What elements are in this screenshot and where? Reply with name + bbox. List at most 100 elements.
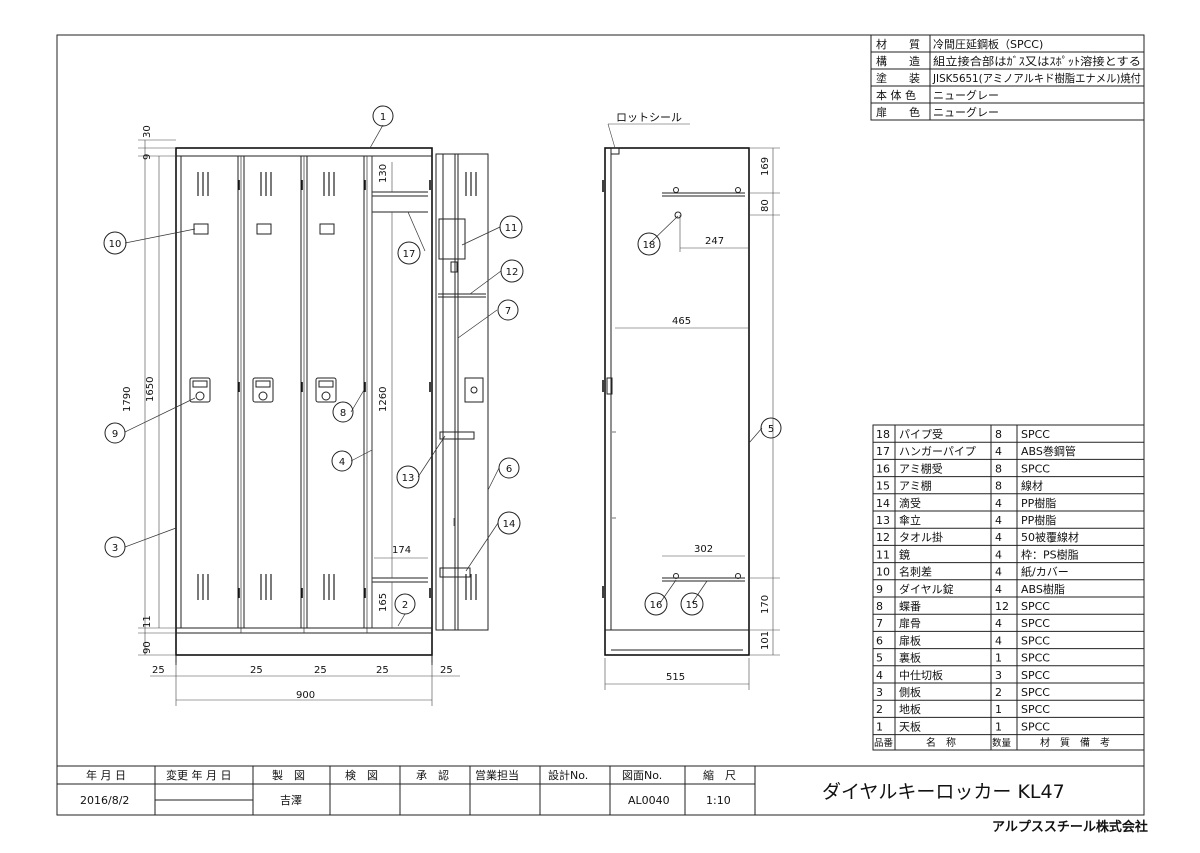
- parts-qty-13: 4: [995, 514, 1002, 527]
- parts-qty-7: 4: [995, 617, 1002, 630]
- side-dimension-lines: [604, 123, 780, 690]
- parts-qty-1: 1: [995, 720, 1002, 733]
- parts-name-12: タオル掛: [899, 530, 943, 544]
- dim-door-height: 1650: [145, 377, 156, 402]
- callout-8: 8: [332, 401, 354, 423]
- parts-no-2: 2: [876, 703, 883, 716]
- mirror: [438, 218, 466, 260]
- company-logo: アルプススチール株式会社: [992, 819, 1148, 835]
- scale-value: 1:10: [706, 794, 731, 807]
- svg-text:9: 9: [112, 429, 118, 440]
- parts-no-9: 9: [876, 583, 883, 596]
- dim-gap-1: 25: [152, 665, 165, 676]
- parts-no-8: 8: [876, 600, 883, 613]
- dim-top-gap: 9: [142, 154, 153, 160]
- parts-material-15: 線材: [1021, 479, 1043, 493]
- parts-material-3: SPCC: [1021, 686, 1050, 699]
- parts-qty-9: 4: [995, 583, 1002, 596]
- parts-name-11: 鏡: [899, 547, 910, 561]
- parts-name-7: 扉骨: [899, 617, 921, 630]
- svg-text:11: 11: [505, 223, 518, 234]
- parts-no-6: 6: [876, 634, 883, 647]
- front-view: [175, 147, 489, 665]
- parts-no-11: 11: [876, 548, 890, 561]
- title-block: 年 月 日 2016/8/2 変更 年 月 日 製 図 吉澤 検 図 承 認 営…: [56, 765, 1148, 835]
- svg-text:13: 13: [402, 473, 415, 484]
- parts-material-13: PP樹脂: [1021, 513, 1056, 527]
- side-dim-bottom-shelf: 170: [760, 595, 771, 614]
- callout-3: 3: [104, 536, 126, 558]
- parts-qty-18: 8: [995, 428, 1002, 441]
- parts-name-9: ダイヤル錠: [899, 582, 954, 596]
- drawing-no-value: AL0040: [628, 794, 670, 807]
- parts-no-7: 7: [876, 617, 883, 630]
- dim-gap-4: 25: [376, 665, 389, 676]
- callout-1: 1: [372, 105, 394, 127]
- parts-qty-3: 2: [995, 686, 1002, 699]
- callout-6: 6: [498, 457, 520, 479]
- parts-header-qty: 数量: [992, 737, 1012, 749]
- drawn-label: 製 図: [272, 768, 305, 782]
- side-dim-pipe-drop: 80: [760, 199, 771, 212]
- svg-text:17: 17: [403, 249, 416, 260]
- parts-qty-6: 4: [995, 634, 1002, 647]
- svg-text:10: 10: [109, 239, 122, 250]
- parts-material-9: ABS樹脂: [1021, 582, 1065, 596]
- parts-name-6: 扉板: [899, 633, 921, 647]
- dim-interior-height: 1260: [378, 387, 389, 412]
- parts-no-18: 18: [876, 428, 890, 441]
- parts-material-10: 紙/カバー: [1021, 565, 1069, 579]
- callout-15: 15: [680, 592, 704, 616]
- svg-text:12: 12: [506, 267, 519, 278]
- callout-14: 14: [497, 511, 521, 535]
- svg-text:1: 1: [380, 112, 386, 123]
- parts-no-1: 1: [876, 720, 883, 733]
- parts-no-10: 10: [876, 566, 890, 579]
- side-dim-base: 101: [760, 631, 771, 650]
- callout-2: 2: [394, 593, 416, 615]
- dim-overall-height: 1790: [122, 387, 133, 412]
- lot-seal-label: ロットシール: [616, 111, 682, 124]
- dim-bottom-gap: 11: [142, 615, 153, 628]
- parts-name-13: 傘立: [899, 513, 921, 527]
- callout-17: 17: [397, 241, 421, 265]
- callout-18: 18: [637, 232, 661, 256]
- parts-name-10: 名刺差: [899, 565, 932, 579]
- parts-name-14: 滴受: [899, 496, 921, 510]
- parts-qty-5: 1: [995, 652, 1002, 665]
- approved-label: 承 認: [416, 768, 449, 782]
- design-no-label: 設計No.: [548, 768, 588, 782]
- front-dimension-lines: [138, 139, 460, 706]
- parts-qty-10: 4: [995, 566, 1002, 579]
- callout-10: 10: [103, 231, 127, 255]
- side-dim-top-shelf: 169: [760, 157, 771, 176]
- product-name: ダイヤルキーロッカー KL47: [822, 781, 1065, 803]
- parts-material-6: SPCC: [1021, 634, 1050, 647]
- spec-value-3: ニューグレー: [933, 88, 999, 102]
- side-view: [602, 147, 750, 656]
- spec-value-1: 組立接合部はｶﾞｽ又はｽﾎﾟｯﾄ溶接とする: [933, 54, 1141, 68]
- dim-gap-2: 25: [250, 665, 263, 676]
- parts-material-11: 枠：PS樹脂: [1021, 547, 1079, 561]
- parts-name-17: ハンガーパイプ: [899, 445, 976, 458]
- parts-qty-2: 1: [995, 703, 1002, 716]
- dim-top: 30: [142, 125, 153, 138]
- parts-no-4: 4: [876, 669, 883, 682]
- dim-shelf-width: 174: [392, 545, 411, 556]
- parts-material-7: SPCC: [1021, 617, 1050, 630]
- callout-leaders: [124, 124, 763, 627]
- dim-gap-3: 25: [314, 665, 327, 676]
- parts-header-no: 品番: [874, 737, 894, 749]
- spec-value-4: ニューグレー: [933, 105, 999, 119]
- parts-no-5: 5: [876, 652, 883, 665]
- parts-qty-14: 4: [995, 497, 1002, 510]
- svg-text:14: 14: [503, 519, 516, 530]
- dim-width: 900: [296, 690, 315, 701]
- parts-name-1: 天板: [899, 719, 921, 733]
- parts-material-14: PP樹脂: [1021, 496, 1056, 510]
- spec-table: 材 質 冷間圧延鋼板（SPCC) 構 造 組立接合部はｶﾞｽ又はｽﾎﾟｯﾄ溶接と…: [870, 34, 1145, 121]
- spec-label-0: 材 質: [876, 37, 920, 51]
